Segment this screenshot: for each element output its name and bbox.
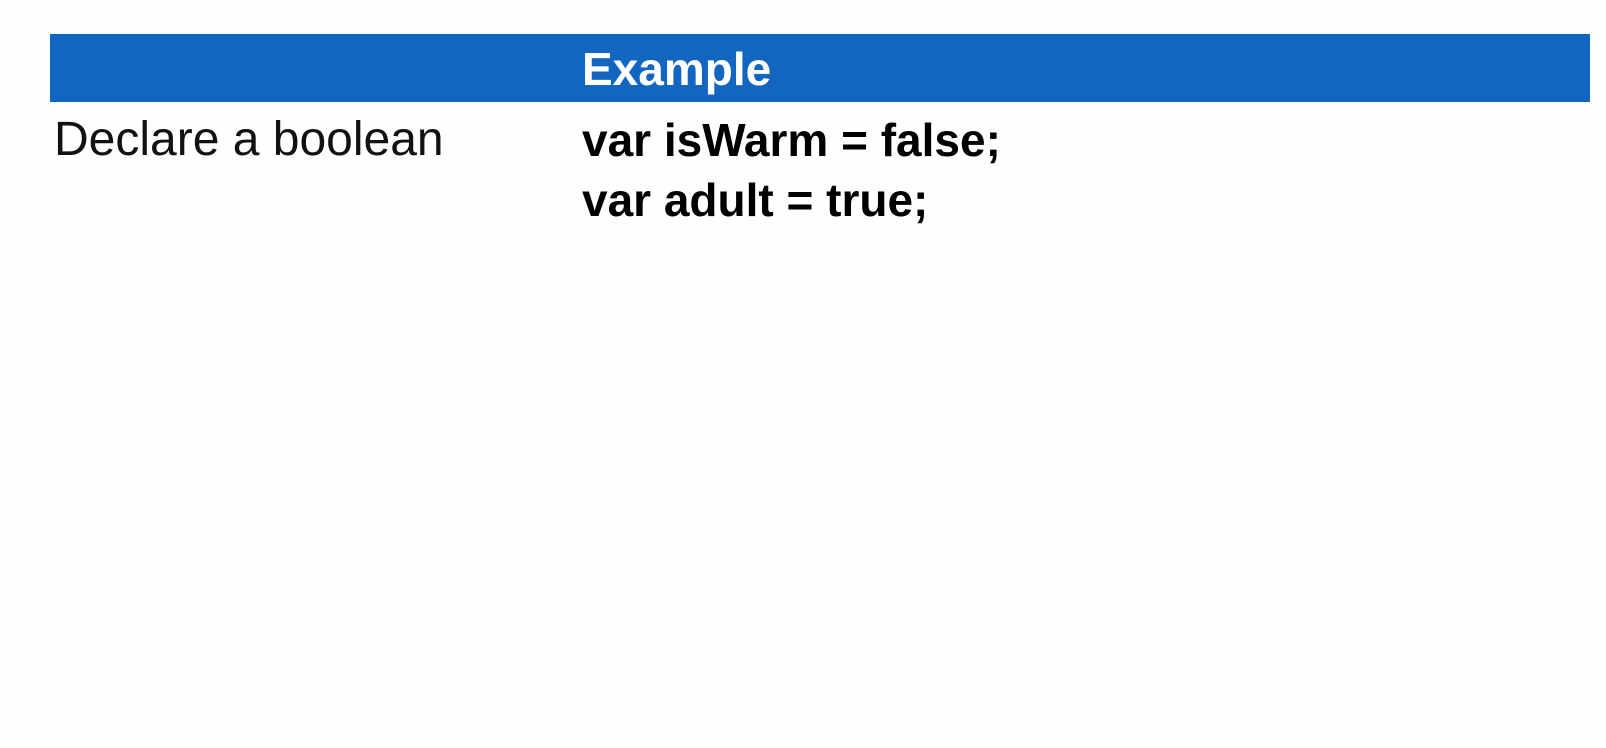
code-example: var isWarm = false; var adult = true; bbox=[582, 110, 1001, 230]
code-line-is-warm: var isWarm = false; bbox=[582, 114, 1001, 166]
header-cell-description bbox=[50, 34, 580, 102]
code-line-adult: var adult = true; bbox=[582, 174, 929, 226]
boolean-example-table: Example Declare a boolean var isWarm = f… bbox=[50, 34, 1590, 448]
table-header-row: Example bbox=[50, 34, 1590, 102]
table-row: Declare a boolean var isWarm = false; va… bbox=[50, 102, 1590, 448]
row-label: Declare a boolean bbox=[54, 113, 444, 166]
header-cell-example: Example bbox=[582, 43, 772, 95]
